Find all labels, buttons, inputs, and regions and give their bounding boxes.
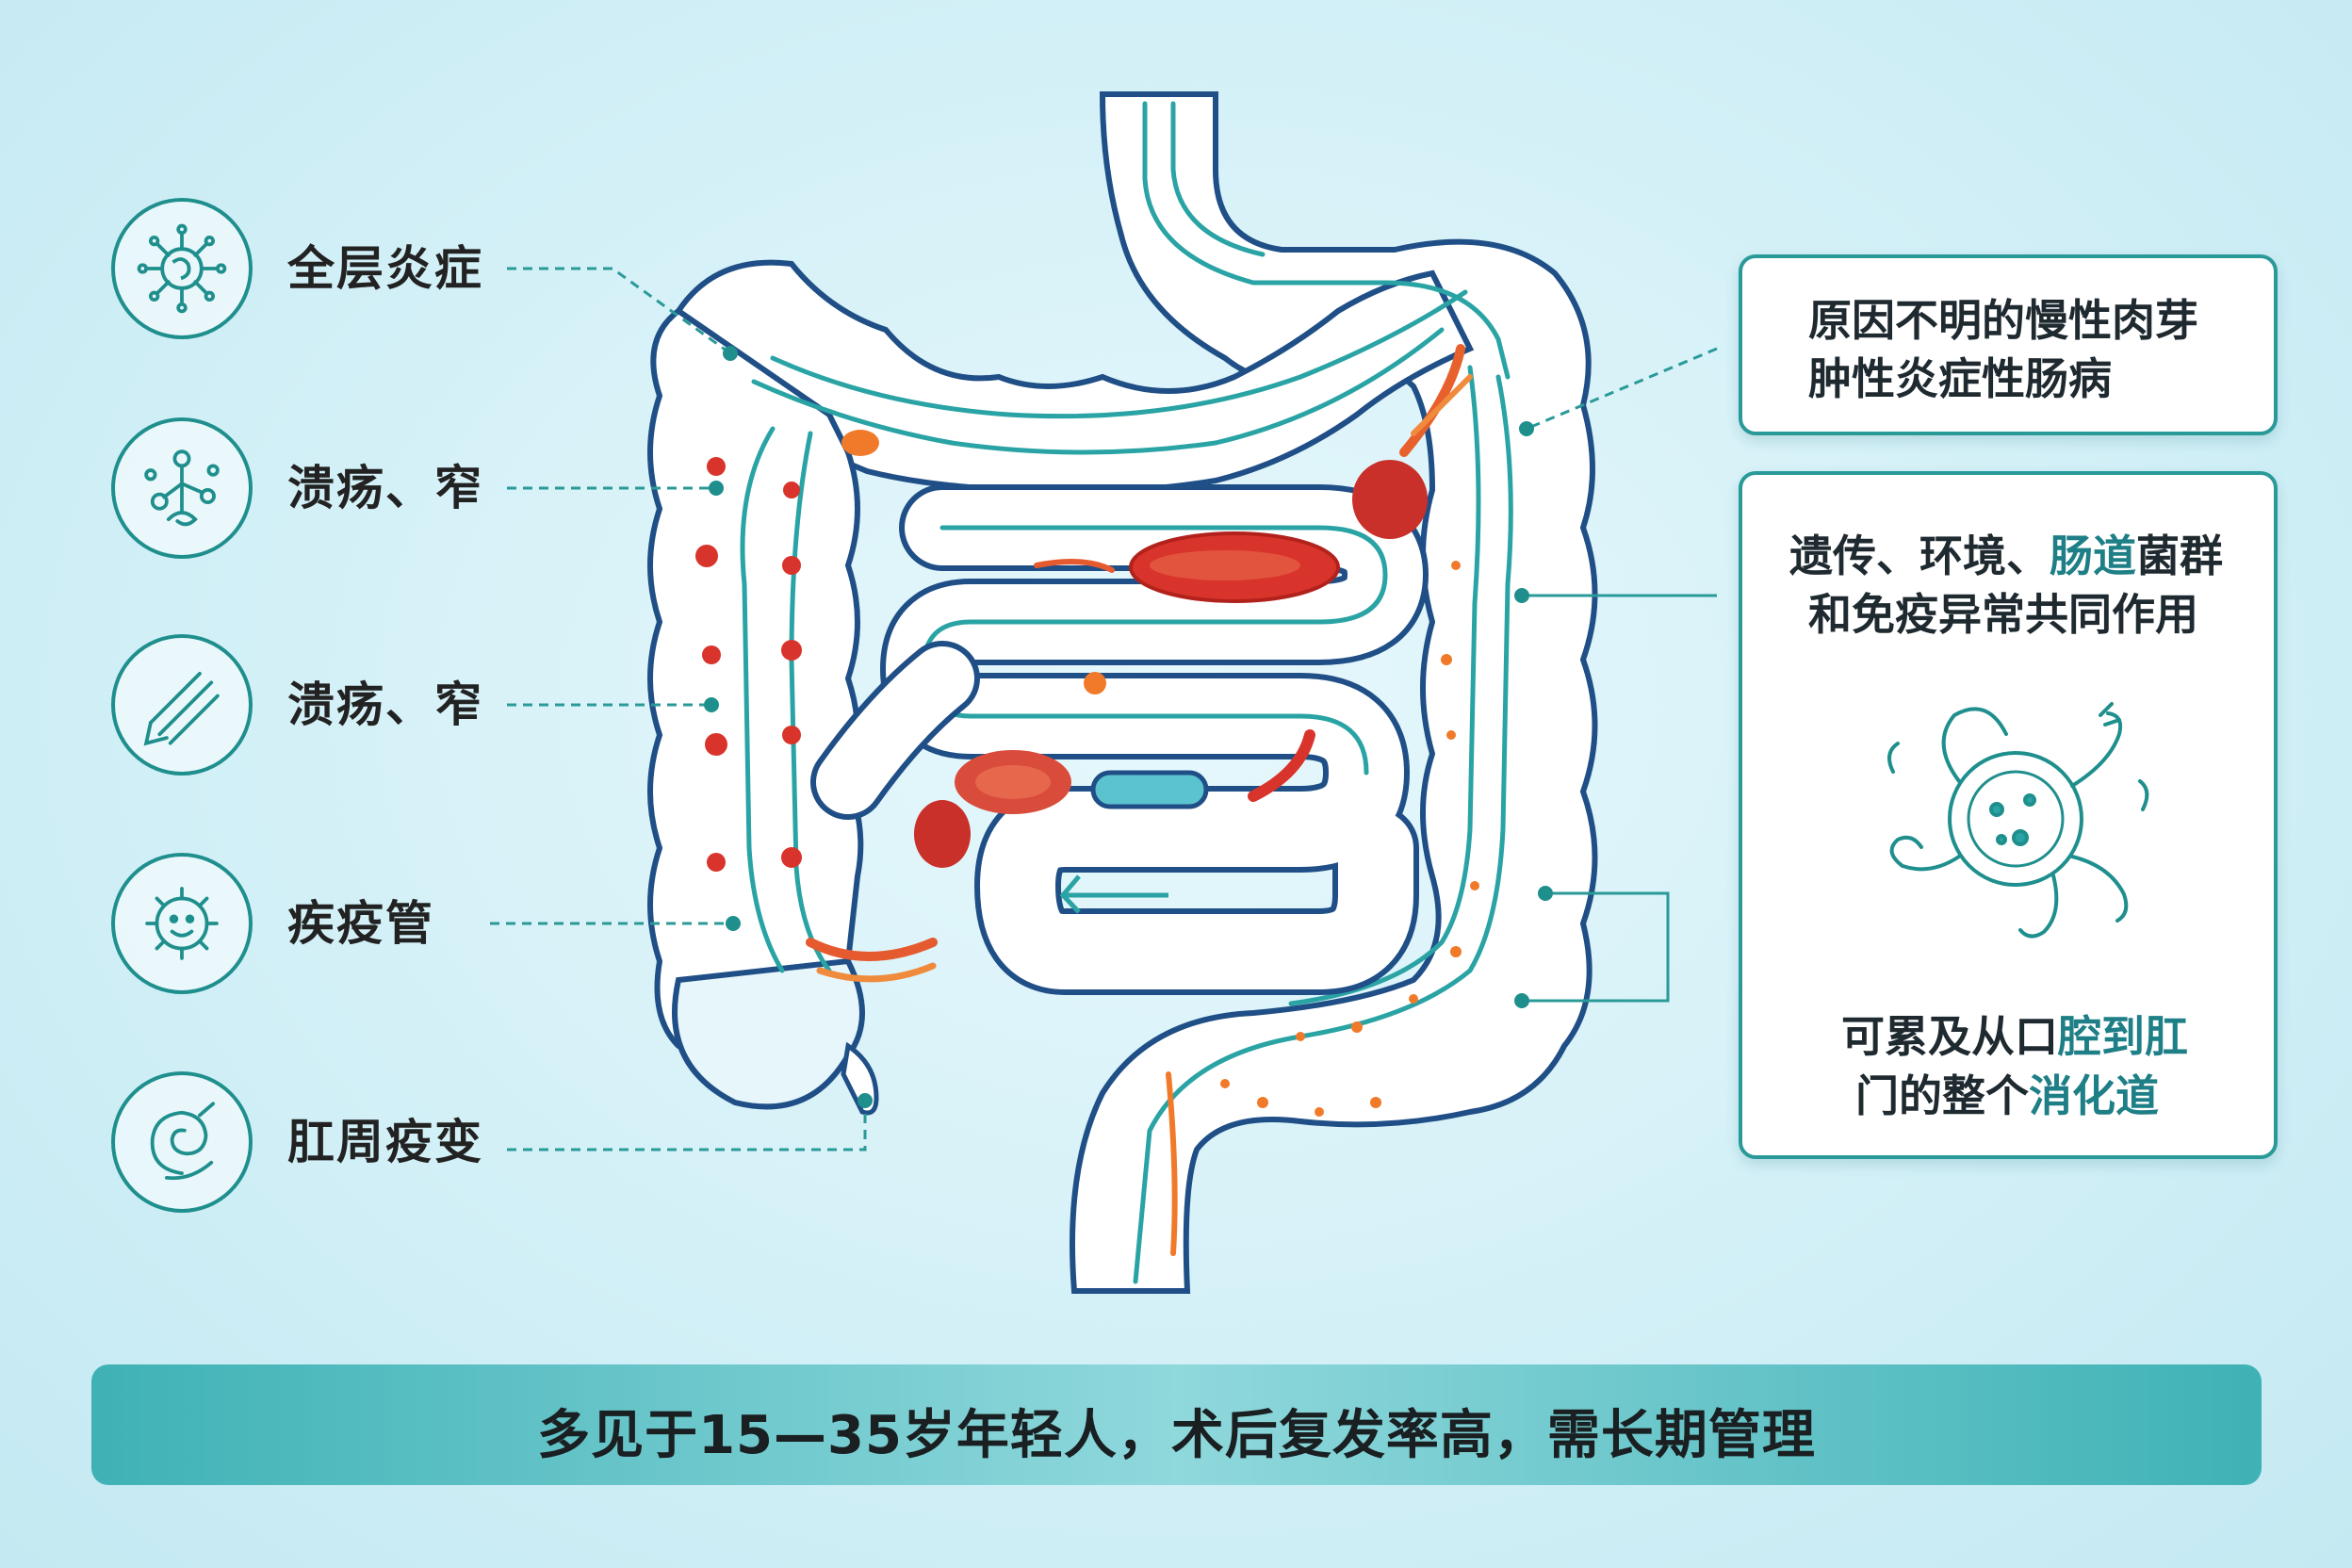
large-intestine <box>647 91 1598 1294</box>
label-ulcer-stricture-1: 溃疡、窄 <box>287 461 483 515</box>
label-perianal-lesion: 肛周疫变 <box>287 1115 483 1169</box>
microbiome-cell-icon <box>1887 702 2149 939</box>
inflammation-lesions <box>806 344 1473 1256</box>
small-intestine <box>810 484 1429 995</box>
ascending-colon-spots <box>695 457 802 872</box>
definition-line-2: 肿性炎症性肠病 <box>1808 353 2112 404</box>
scope-line-2: 门的整个消化道 <box>1855 1070 2159 1121</box>
colon-lumen-lines <box>740 101 1513 1284</box>
summary-banner-text: 多见于15—35岁年轻人，术后复发率高，需长期管理 <box>537 1405 1816 1466</box>
virus-globe-icon <box>111 198 253 339</box>
label-transmural-inflammation: 全层炎症 <box>287 241 483 296</box>
label-fistula: 疾疫管 <box>287 896 434 951</box>
swirl-fistula-icon <box>111 1071 253 1213</box>
cause-line-1: 遗传、环境、肠道菌群 <box>1789 531 2223 581</box>
definition-card: 原因不明的慢性肉芽 肿性炎症性肠病 <box>1739 254 2278 435</box>
stripes-tool-icon <box>111 634 253 776</box>
branching-cells-icon <box>111 417 253 559</box>
descending-colon-dots <box>1220 561 1479 1117</box>
leader-dots <box>704 346 1553 1108</box>
summary-banner: 多见于15—35岁年轻人，术后复发率高，需长期管理 <box>91 1364 2262 1485</box>
definition-line-1: 原因不明的慢性肉芽 <box>1808 295 2198 346</box>
smiling-microbe-icon <box>111 853 253 994</box>
label-ulcer-stricture-2: 溃疡、窄 <box>287 678 483 732</box>
scope-line-1: 可累及从口腔到肛 <box>1841 1011 2188 1062</box>
cause-line-2: 和免疫异常共同作用 <box>1808 589 2198 640</box>
cause-card: 遗传、环境、肠道菌群 和免疫异常共同作用 可累及从口腔到肛 门的整个消化道 <box>1739 471 2278 1159</box>
leader-lines <box>490 267 1718 1152</box>
